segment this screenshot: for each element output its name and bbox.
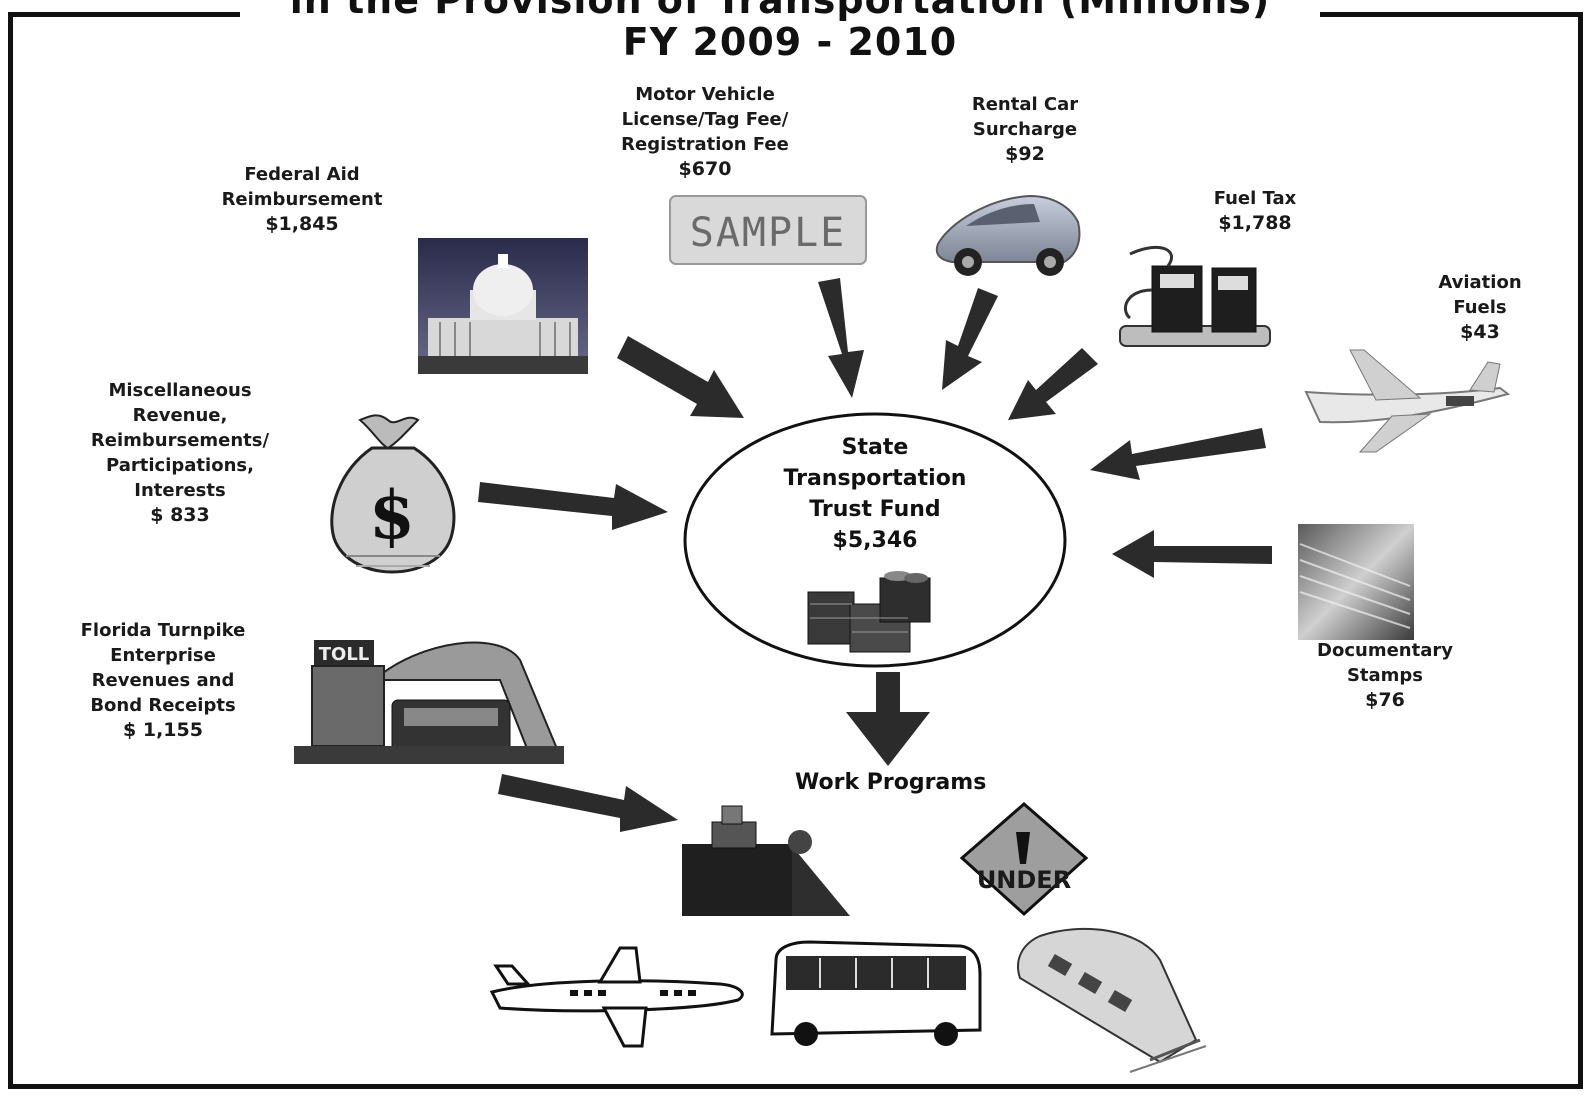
toll-booth-icon: TOLL bbox=[294, 640, 564, 764]
trust-fund-amount: $5,346 bbox=[832, 528, 918, 553]
label-documentary-stamps: Documentary Stamps $76 bbox=[1270, 638, 1500, 713]
construction-icon bbox=[682, 805, 850, 916]
trust-fund-label: State Transportation Trust Fund $5,346 bbox=[715, 432, 1035, 556]
license-plate-icon: SAMPLE bbox=[669, 195, 867, 265]
amount-misc: $ 833 bbox=[150, 504, 210, 526]
arrow-turnpike bbox=[498, 774, 678, 832]
under-sign-text: UNDER bbox=[977, 866, 1071, 894]
under-construction-sign-icon: UNDER bbox=[959, 802, 1089, 917]
svg-text:$: $ bbox=[369, 476, 415, 554]
amount-rental-car: $92 bbox=[1005, 143, 1045, 165]
amount-turnpike: $ 1,155 bbox=[123, 719, 203, 741]
bus-icon bbox=[770, 940, 982, 1046]
work-programs-label: Work Programs bbox=[795, 770, 987, 795]
diagram-frame bbox=[8, 12, 1583, 1089]
airplane-icon bbox=[489, 946, 744, 1048]
label-misc: Miscellaneous Revenue, Reimbursements/ P… bbox=[40, 378, 320, 528]
label-aviation-fuels: Aviation Fuels $43 bbox=[1410, 270, 1550, 345]
car-icon bbox=[935, 194, 1081, 276]
money-stacks-icon bbox=[807, 571, 931, 653]
trust-fund-circle bbox=[683, 412, 1067, 668]
label-turnpike: Florida Turnpike Enterprise Revenues and… bbox=[28, 618, 298, 743]
trust-fund-line-1: State bbox=[841, 435, 909, 460]
fuel-pump-icon bbox=[1119, 245, 1271, 347]
label-fuel-tax: Fuel Tax $1,788 bbox=[1180, 186, 1330, 236]
arrow-doc-stamps bbox=[1112, 530, 1272, 578]
trust-fund-line-2: Transportation bbox=[783, 466, 967, 491]
arrow-motor-vehicle bbox=[818, 278, 864, 398]
jet-icon bbox=[1304, 349, 1511, 453]
amount-motor-vehicle: $670 bbox=[678, 158, 732, 180]
amount-fuel-tax: $1,788 bbox=[1218, 212, 1292, 234]
arrow-rental-car bbox=[942, 288, 998, 390]
train-icon bbox=[1017, 927, 1207, 1073]
toll-text: TOLL bbox=[319, 644, 370, 665]
arrow-fuel-tax bbox=[1008, 348, 1098, 420]
amount-federal-aid: $1,845 bbox=[265, 213, 339, 235]
amount-aviation-fuels: $43 bbox=[1460, 321, 1500, 343]
frame-top-left bbox=[8, 12, 240, 17]
arrow-federal-aid bbox=[617, 336, 744, 418]
frame-top-right bbox=[1320, 12, 1583, 17]
arrow-aviation bbox=[1090, 428, 1266, 480]
money-bag-icon: $ bbox=[330, 414, 456, 574]
amount-documentary-stamps: $76 bbox=[1365, 689, 1405, 711]
title-line-1: in the Provision of Transportation (Mill… bbox=[289, 0, 1271, 22]
label-rental-car: Rental Car Surcharge $92 bbox=[930, 92, 1120, 167]
trust-fund-line-3: Trust Fund bbox=[809, 497, 941, 522]
arrow-misc bbox=[478, 482, 668, 530]
title-line-2: FY 2009 - 2010 bbox=[622, 20, 958, 64]
label-motor-vehicle: Motor Vehicle License/Tag Fee/ Registrat… bbox=[560, 82, 850, 182]
label-federal-aid: Federal Aid Reimbursement $1,845 bbox=[172, 162, 432, 237]
capitol-building-icon bbox=[418, 238, 588, 374]
stamps-icon bbox=[1298, 524, 1414, 640]
plate-text: SAMPLE bbox=[690, 210, 847, 256]
arrows bbox=[478, 278, 1272, 832]
arrow-work-programs bbox=[846, 672, 930, 766]
